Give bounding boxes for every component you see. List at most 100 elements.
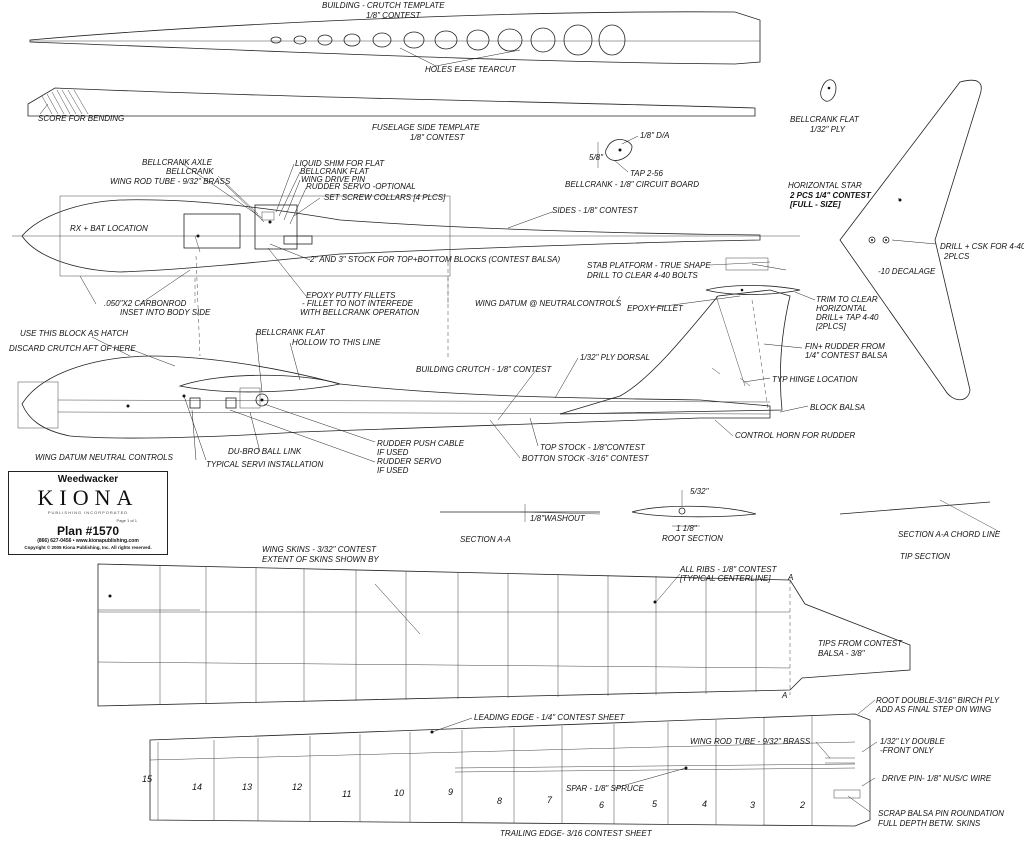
rib-number: 15 <box>142 774 153 784</box>
hstab-title: HORIZONTAL STAR <box>788 181 862 190</box>
inset-label: INSET INTO BODY SIDE <box>120 308 211 317</box>
sides-label: SIDES - 1/8" CONTEST <box>552 206 639 215</box>
if-used-label-2: IF USED <box>377 466 409 475</box>
if-used-label-1: IF USED <box>377 448 409 457</box>
hstab-qty: 2 PCS 1/4" CONTEST <box>789 191 872 200</box>
epoxy-fillet-label: EPOXY FILLET <box>627 304 684 313</box>
decalage-label: -10 DECALAGE <box>878 267 936 276</box>
leading-edge-label: LEADING EDGE - 1/4" CONTEST SHEET <box>474 713 626 722</box>
washout-label: 1/8"WASHOUT <box>530 514 586 523</box>
fuselage-template-material: 1/8" CONTEST <box>410 133 466 142</box>
sections <box>440 490 1001 533</box>
root-double-label: ROOT DOUBLE-3/16" BIRCH PLY <box>876 696 1000 705</box>
with-bellcrank-label: WITH BELLCRANK OPERATION <box>300 308 419 317</box>
rx-bat-label: RX + BAT LOCATION <box>70 224 148 233</box>
full-depth-label: FULL DEPTH BETW. SKINS <box>878 819 981 828</box>
section-a-mark-2: A <box>781 691 787 700</box>
fuselage-side-view <box>12 195 800 304</box>
bellcrank-da-label: 1/8" D/A <box>640 131 670 140</box>
publisher-contact: (866) 627-0456 • www.kionapublishing.com <box>37 538 139 544</box>
rib-number: 7 <box>547 795 553 805</box>
hollow-label: HOLLOW TO THIS LINE <box>292 338 381 347</box>
spar-label: SPAR - 1/8" SPRUCE <box>566 784 644 793</box>
section-aa-label: SECTION A-A <box>460 535 511 544</box>
rib-number: 13 <box>242 782 252 792</box>
wing-bottom-view <box>149 713 871 827</box>
rib-number: 10 <box>394 788 404 798</box>
chord-line-label: SECTION A-A CHORD LINE <box>898 530 1001 539</box>
ply-double-label: 1/32" LY DOUBLE <box>880 737 945 746</box>
bellcrank-flat <box>820 79 837 102</box>
drill-csk-label: DRILL + CSK FOR 4-40 <box>940 242 1024 251</box>
copyright: Copyright © 2005 Kiona Publishing, Inc. … <box>24 545 152 550</box>
scrap-balsa-label: SCRAP BALSA PIN ROUNDATION <box>878 809 1004 818</box>
plan-name: Weedwacker <box>57 474 119 485</box>
front-only-label: -FRONT ONLY <box>880 746 934 755</box>
dubro-label: DU-BRO BALL LINK <box>228 447 302 456</box>
fin-balsa-label: 1/4" CONTEST BALSA <box>805 351 887 360</box>
rib-number: 5 <box>652 799 658 809</box>
score-label: SCORE FOR BENDING <box>38 114 124 123</box>
wing-top-view <box>97 563 911 707</box>
rudder-servo-opt-label: RUDDER SERVO -OPTIONAL <box>306 182 416 191</box>
section-a-mark-1: A <box>787 573 793 582</box>
use-block-label: USE THIS BLOCK AS HATCH <box>20 329 128 338</box>
wing-drive-pin-label: WING DRIVE PIN <box>301 175 365 184</box>
tips-contest-label: TIPS FROM CONTEST <box>818 639 903 648</box>
carbon-rod-label: .050"X2 CARBONROD <box>104 299 187 308</box>
publisher-subtitle: PUBLISHING INCORPORATED <box>47 510 129 515</box>
bellcrank-flat-label-2: BELLCRANK FLAT <box>300 167 370 176</box>
block-balsa-label: BLOCK BALSA <box>810 403 865 412</box>
leader-lines <box>79 161 901 813</box>
wing-datum-label: WING DATUM @ NEUTRALCONTROLS <box>475 299 622 308</box>
plcs-2-label: [2PLCS] <box>815 322 847 331</box>
tips-balsa-label: BALSA - 3/8" <box>818 649 866 658</box>
ply-dorsal-label: 1/32" PLY DORSAL <box>580 353 650 362</box>
kiona-logo: KIONA <box>37 485 139 510</box>
tip-section-label: TIP SECTION <box>900 552 950 561</box>
fin-rudder-label: FIN+ RUDDER FROM <box>805 342 885 351</box>
crutch-template-material: 1/8" CONTEST <box>366 11 422 20</box>
top-stock-label: TOP STOCK - 1/8"CONTEST <box>540 443 646 452</box>
stab-platform-label: STAB PLATFORM - TRUE SHAPE <box>587 261 711 270</box>
wing-datum-neutral-label: WING DATUM NEUTRAL CONTROLS <box>35 453 174 462</box>
epoxy-putty-label: EPOXY PUTTY FILLETS <box>306 291 396 300</box>
title-block: Weedwacker KIONA PUBLISHING INCORPORATED… <box>8 471 168 555</box>
bellcrank-part <box>597 135 639 173</box>
rib-numbers: 15 14 13 12 11 10 9 8 7 6 5 4 3 2 <box>142 774 805 810</box>
crutch-template <box>27 11 761 117</box>
wing-skins-label: WING SKINS - 3/32" CONTEST <box>262 545 377 554</box>
horizontal-stab <box>839 79 982 401</box>
bellcrank-dim-label: 5/8" <box>589 153 604 162</box>
hstab-size: [FULL - SIZE] <box>789 200 841 209</box>
rib-number: 2 <box>799 800 805 810</box>
bellcrank-label: BELLCRANK <box>166 167 214 176</box>
plan-number: Plan #1570 <box>56 524 120 538</box>
fuselage-template-title: FUSELAGE SIDE TEMPLATE <box>372 123 480 132</box>
fuselage-section-view <box>17 255 771 439</box>
root-section-label: ROOT SECTION <box>662 534 723 543</box>
rib-number: 9 <box>448 787 453 797</box>
bellcrank-axle-label: BELLCRANK AXLE <box>142 158 213 167</box>
liquid-shim-label: LIQUID SHIM FOR FLAT <box>295 159 385 168</box>
rudder-servo-label: RUDDER SERVO <box>377 457 441 466</box>
root-dim-label: 5/32" <box>690 487 710 496</box>
wing-rod-tube-label: WING ROD TUBE - 9/32" BRASS <box>110 177 231 186</box>
all-ribs-label: ALL RIBS - 1/8" CONTEST <box>679 565 778 574</box>
rib-number: 8 <box>497 796 502 806</box>
wing-rod-tube-label-2: WING ROD TUBE - 9/32" BRASS <box>690 737 811 746</box>
set-screw-label: SET SCREW COLLARS [4 PLCS] <box>324 193 446 202</box>
tap-label: TAP 2-56 <box>630 169 663 178</box>
rib-number: 11 <box>342 789 351 799</box>
rib-number: 3 <box>750 800 755 810</box>
text-labels: BUILDING - CRUTCH TEMPLATE 1/8" CONTEST … <box>9 1 1024 838</box>
drive-pin-label: DRIVE PIN- 1/8" NUS/C WIRE <box>882 774 992 783</box>
drill-plcs-label: 2PLCS <box>943 252 970 261</box>
bellcrank-flat-title: BELLCRANK FLAT <box>790 115 860 124</box>
stock-blocks-label: 2" AND 3" STOCK FOR TOP+BOTTOM BLOCKS (C… <box>309 255 560 264</box>
drill-tap-label: DRILL+ TAP 4-40 <box>816 313 879 322</box>
bellcrank-flat-label-3: BELLCRANK FLAT <box>256 328 326 337</box>
bottom-stock-label: BOTTON STOCK -3/16" CONTEST <box>522 454 650 463</box>
fillet-not-label: - FILLET TO NOT INTERFEDE <box>302 299 414 308</box>
